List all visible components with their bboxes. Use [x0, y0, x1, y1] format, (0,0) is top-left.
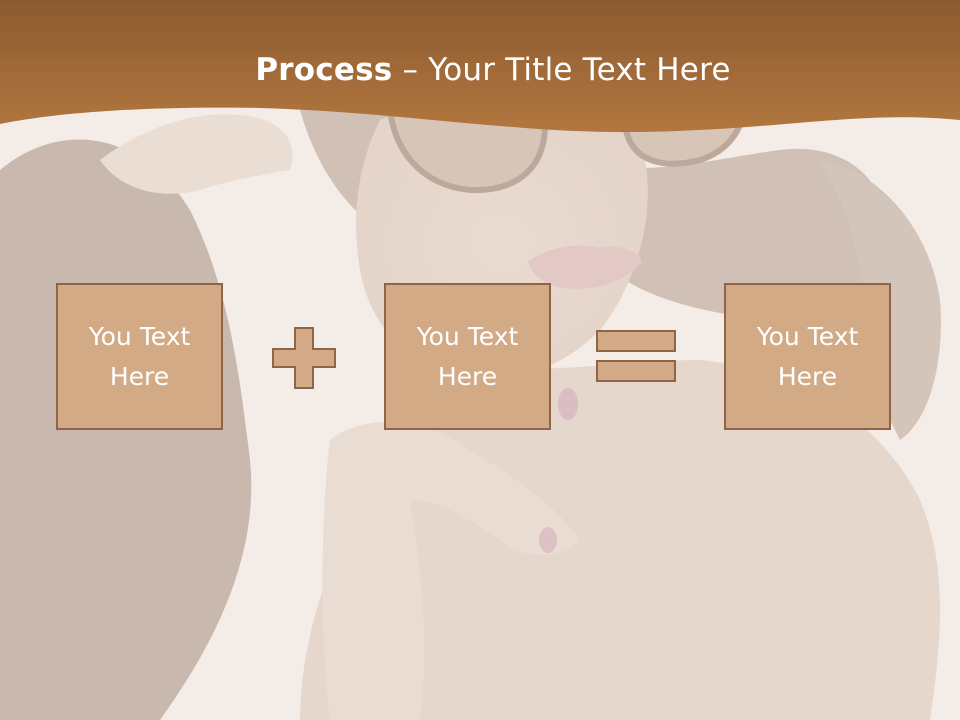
box-line-2: Here [437, 361, 498, 391]
plus-icon [272, 327, 336, 389]
box-line-1: You Text [756, 321, 859, 351]
box-text: You Text Here [757, 317, 859, 397]
box-text: You Text Here [89, 317, 191, 397]
box-line-2: Here [109, 361, 170, 391]
box-line-2: Here [777, 361, 838, 391]
process-box-1[interactable]: You Text Here [56, 283, 223, 430]
title-bold: Process [255, 52, 393, 88]
process-box-2[interactable]: You Text Here [384, 283, 551, 430]
box-text: You Text Here [417, 317, 519, 397]
box-line-1: You Text [88, 321, 191, 351]
slide-title: Process – Your Title Text Here [0, 52, 960, 88]
process-box-3[interactable]: You Text Here [724, 283, 891, 430]
box-line-1: You Text [416, 321, 519, 351]
title-rest: – Your Title Text Here [392, 52, 731, 88]
equals-icon [596, 330, 676, 382]
